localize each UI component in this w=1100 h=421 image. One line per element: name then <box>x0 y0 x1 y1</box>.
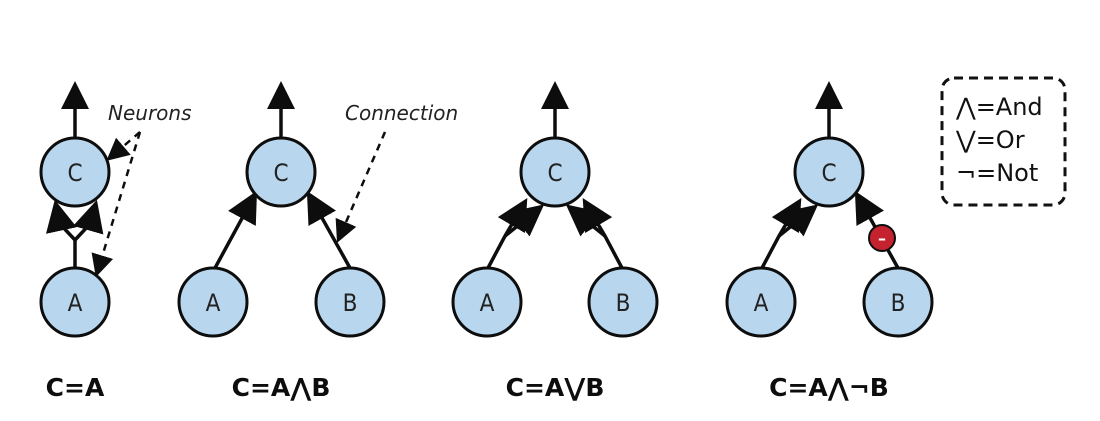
connection-a-to-c <box>760 197 802 269</box>
neuron-b <box>862 266 934 338</box>
neuron-label: B <box>343 289 358 317</box>
neuron-b <box>314 266 386 338</box>
neuron-label: A <box>68 289 83 317</box>
network-caption: C=A⋁B <box>506 373 605 402</box>
network-caption: C=A⋀B <box>232 373 331 402</box>
neurons-annotation: Neurons <box>91 101 192 278</box>
network-c-equals-a: C A C=A <box>39 81 111 402</box>
neuron-label: B <box>616 289 631 317</box>
annotation-pointer <box>91 131 142 278</box>
connection-a-to-c <box>73 199 104 242</box>
network-c-equals-a-and-b: C A B C=A⋀B <box>177 81 386 402</box>
neuron-label: C <box>273 159 288 187</box>
legend-and: ⋀=And <box>955 93 1043 121</box>
annotation-pointer <box>335 131 387 243</box>
legend-box <box>940 76 1067 207</box>
neurons-label: Neurons <box>108 101 192 125</box>
inhibitory-marker-sign: – <box>878 229 886 248</box>
connection-annotation: Connection <box>335 101 458 243</box>
annotation-pointer <box>106 131 141 161</box>
neuron-a <box>177 266 249 338</box>
neuron-c <box>519 136 591 208</box>
connection-a-to-c <box>486 197 528 269</box>
neuron-c <box>39 136 111 208</box>
neuron-label: C <box>547 159 562 187</box>
neuron-a <box>451 266 523 338</box>
connection-a-to-c <box>213 190 258 269</box>
neuron-label: A <box>480 289 495 317</box>
neuron-label: C <box>67 159 82 187</box>
legend-not: ¬=Not <box>956 159 1038 187</box>
connection-a-to-c <box>503 204 545 238</box>
neuron-b <box>587 266 659 338</box>
neuron-label: A <box>754 289 769 317</box>
network-caption: C=A <box>46 373 105 402</box>
legend: ⋀=And ⋁=Or ¬=Not <box>940 76 1067 207</box>
neuron-c <box>245 136 317 208</box>
connection-b-to-c <box>306 190 352 269</box>
neuron-label: C <box>821 159 836 187</box>
inhibitory-marker <box>868 224 896 252</box>
connection-b-to-c <box>582 197 624 269</box>
connection-a-to-c <box>45 199 77 268</box>
connection-b-to-c <box>565 204 607 238</box>
neuron-a <box>725 266 797 338</box>
neuron-c <box>793 136 865 208</box>
legend-or: ⋁=Or <box>955 126 1025 154</box>
network-c-equals-a-and-not-b: – C A B C=A⋀¬B <box>725 81 934 402</box>
neuron-label: B <box>891 289 906 317</box>
connection-a-to-c <box>777 204 819 238</box>
network-caption: C=A⋀¬B <box>769 373 889 402</box>
neuron-label: A <box>206 289 221 317</box>
neuron-a <box>39 266 111 338</box>
network-c-equals-a-or-b: C A B C=A⋁B <box>451 81 659 402</box>
connection-label: Connection <box>345 101 458 125</box>
